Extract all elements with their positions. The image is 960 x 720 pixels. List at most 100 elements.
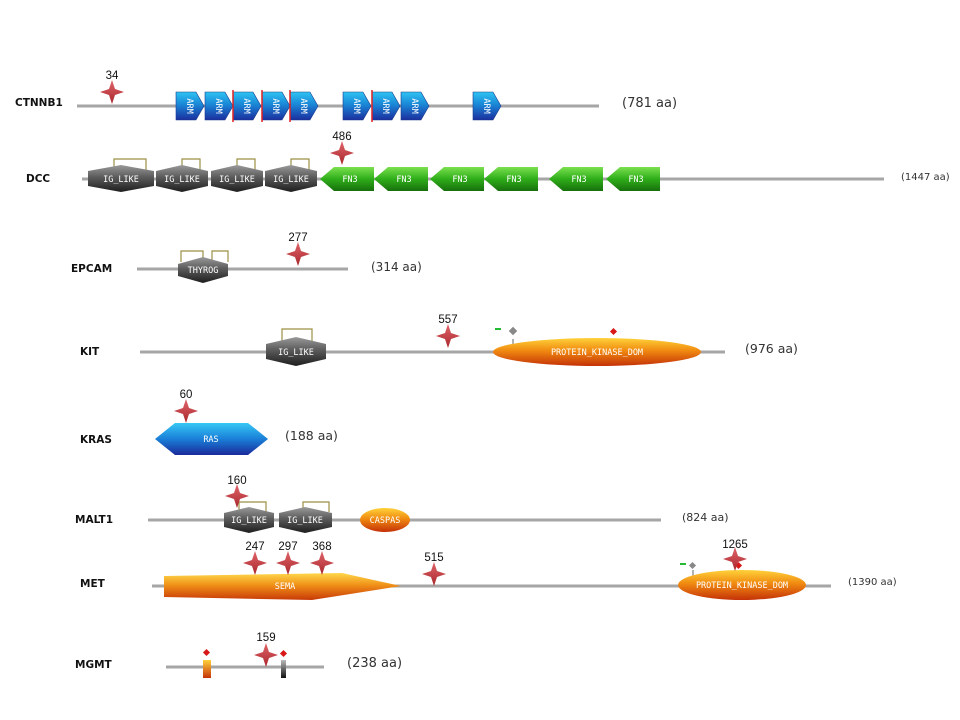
domain-sema: SEMA bbox=[164, 573, 401, 600]
domain-arm: ARM bbox=[232, 90, 262, 122]
domain-fn3: FN3 bbox=[320, 167, 374, 191]
gene-name: DCC bbox=[26, 173, 50, 185]
gene-name: MET bbox=[80, 578, 106, 590]
mutation-position-label: 1265 bbox=[722, 539, 748, 551]
mutation-marker: 297 bbox=[276, 541, 300, 575]
mutation-star-icon bbox=[174, 399, 198, 423]
mutation-position-label: 60 bbox=[180, 389, 193, 401]
mutation-marker: 1265 bbox=[722, 539, 748, 571]
mutation-marker: 160 bbox=[225, 475, 249, 508]
protein-length-label: (976 aa) bbox=[745, 341, 798, 356]
domain-fn3: FN3 bbox=[606, 167, 660, 191]
protein-length-label: (238 aa) bbox=[347, 656, 402, 671]
site-marker-orange bbox=[202, 648, 211, 678]
domain-label: IG_LIKE bbox=[273, 175, 309, 185]
mutation-star-icon bbox=[100, 80, 124, 104]
domain-label: ARM bbox=[351, 98, 361, 113]
domain-label: FN3 bbox=[396, 175, 411, 185]
mutation-marker: 247 bbox=[243, 541, 267, 575]
mutation-star-icon bbox=[225, 484, 249, 508]
mutation-position-label: 368 bbox=[312, 541, 331, 553]
gene-row-dcc: DCC IG_LIKE IG_LIKE IG_LIKE IG_LIKE FN3 FN3 FN… bbox=[26, 131, 950, 192]
domain-label: ARM bbox=[481, 98, 491, 113]
domain-ig-like: IG_LIKE bbox=[266, 328, 326, 366]
domain-ig-like: IG_LIKE bbox=[156, 158, 208, 192]
domain-label: FN3 bbox=[628, 175, 643, 185]
mutation-star-icon bbox=[276, 551, 300, 575]
gene-row-kit: KIT IG_LIKE PROTEIN_KINASE_DOM (976 aa) … bbox=[80, 314, 798, 366]
mutation-marker: 557 bbox=[436, 314, 460, 348]
domain-label: IG_LIKE bbox=[164, 175, 200, 185]
domain-label: PROTEIN_KINASE_DOM bbox=[696, 581, 788, 591]
gene-name: KRAS bbox=[80, 434, 112, 446]
gene-name: CTNNB1 bbox=[15, 97, 63, 109]
domain-caspase: CASPAS bbox=[360, 508, 410, 532]
domain-label: ARM bbox=[380, 98, 390, 113]
domain-label: ARM bbox=[270, 98, 280, 113]
mutation-marker: 34 bbox=[100, 70, 124, 104]
mutation-marker: 60 bbox=[174, 389, 198, 423]
domain-arm: ARM bbox=[400, 91, 430, 121]
domain-protein-kinase: PROTEIN_KINASE_DOM bbox=[678, 561, 806, 600]
mutation-position-label: 486 bbox=[332, 131, 351, 143]
domain-arm: ARM bbox=[261, 90, 291, 122]
domain-ig-like: IG_LIKE bbox=[279, 501, 332, 533]
gene-row-malt1: MALT1 IG_LIKE IG_LIKE CASPAS (824 aa) 16… bbox=[75, 475, 729, 533]
domain-label: IG_LIKE bbox=[231, 516, 267, 526]
protein-length-label: (314 aa) bbox=[371, 260, 422, 274]
domain-arm: ARM bbox=[175, 91, 205, 121]
mutation-position-label: 277 bbox=[288, 232, 307, 244]
domain-arm: ARM bbox=[204, 91, 234, 121]
domain-thyrog: THYROG bbox=[178, 250, 229, 283]
gene-row-mgmt: MGMT (238 aa) 159 bbox=[75, 632, 402, 678]
gene-row-met: MET SEMA PROTEIN_KINASE_DOM (1390 aa) 24… bbox=[80, 539, 897, 600]
gene-name: MGMT bbox=[75, 659, 113, 671]
mutation-star-icon bbox=[243, 551, 267, 575]
mutation-star-icon bbox=[254, 643, 278, 667]
green-tick-icon bbox=[680, 563, 686, 565]
gene-row-kras: KRAS RAS (188 aa) 60 bbox=[80, 389, 338, 455]
gene-name: MALT1 bbox=[75, 514, 113, 526]
site-marker-dark bbox=[279, 649, 288, 678]
domain-ig-like: IG_LIKE bbox=[265, 158, 317, 192]
mutation-star-icon bbox=[422, 562, 446, 586]
domain-label: FN3 bbox=[506, 175, 521, 185]
domain-label: IG_LIKE bbox=[287, 516, 323, 526]
protein-length-label: (1447 aa) bbox=[901, 172, 950, 183]
domain-label: FN3 bbox=[452, 175, 467, 185]
red-diamond-icon bbox=[609, 327, 618, 336]
domain-arm: ARM bbox=[371, 90, 401, 122]
domain-label: RAS bbox=[203, 435, 218, 445]
domain-label: ARM bbox=[241, 98, 251, 113]
mutation-star-icon bbox=[723, 547, 747, 571]
gene-name: KIT bbox=[80, 346, 100, 358]
mutation-marker: 486 bbox=[330, 131, 354, 165]
mutation-star-icon bbox=[330, 141, 354, 165]
domain-ig-like: IG_LIKE bbox=[211, 158, 263, 192]
mutation-star-icon bbox=[286, 242, 310, 266]
mutation-position-label: 159 bbox=[256, 632, 275, 644]
domain-ig-like: IG_LIKE bbox=[88, 158, 154, 192]
domain-label: FN3 bbox=[571, 175, 586, 185]
domain-label: ARM bbox=[184, 98, 194, 113]
protein-length-label: (1390 aa) bbox=[848, 577, 897, 588]
domain-label: IG_LIKE bbox=[219, 175, 255, 185]
mutation-position-label: 34 bbox=[106, 70, 119, 82]
domain-arm: ARM bbox=[289, 90, 319, 122]
domain-label: ARM bbox=[298, 98, 308, 113]
domain-fn3: FN3 bbox=[484, 167, 538, 191]
domain-label: CASPAS bbox=[370, 516, 401, 526]
mutation-marker: 159 bbox=[254, 632, 278, 667]
domain-fn3: FN3 bbox=[549, 167, 603, 191]
domain-fn3: FN3 bbox=[374, 167, 428, 191]
mutation-position-label: 557 bbox=[438, 314, 457, 326]
domain-label: ARM bbox=[213, 98, 223, 113]
mutation-position-label: 160 bbox=[227, 475, 246, 487]
domain-ig-like: IG_LIKE bbox=[224, 501, 274, 533]
mutation-marker: 368 bbox=[310, 541, 334, 575]
domain-label: IG_LIKE bbox=[103, 175, 139, 185]
domain-arm: ARM bbox=[342, 91, 372, 121]
domain-label: PROTEIN_KINASE_DOM bbox=[551, 348, 643, 358]
gene-row-epcam: EPCAM THYROG (314 aa) 277 bbox=[71, 232, 422, 283]
